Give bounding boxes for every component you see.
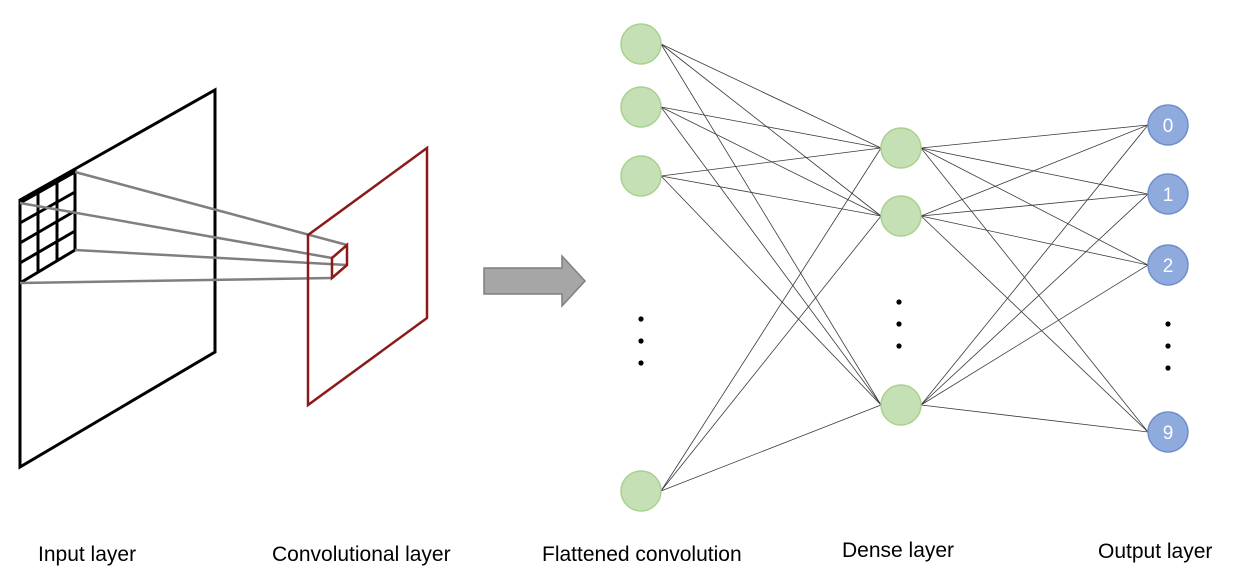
- dense-ellipsis: [896, 299, 902, 349]
- transition-arrow: [483, 254, 587, 308]
- connection-edge: [660, 43, 882, 217]
- connection-edge: [660, 215, 882, 492]
- flattened-convolution-caption: Flattened convolution: [542, 543, 742, 566]
- connection-edge: [660, 175, 882, 217]
- connection-edge: [920, 147, 1149, 266]
- dense-node: [880, 195, 922, 237]
- input-receptive-field-grid: [18, 169, 77, 286]
- output-node-2: 2: [1147, 244, 1189, 286]
- dense-layer-caption: Dense layer: [842, 539, 955, 562]
- output-node-label: 1: [1163, 185, 1174, 206]
- connection-edge: [660, 106, 882, 217]
- connection-edge: [920, 264, 1149, 406]
- output-layer-caption: Output layer: [1098, 540, 1213, 563]
- connection-edge: [920, 193, 1149, 217]
- connection-edge: [920, 147, 1149, 195]
- output-node-0: 0: [1147, 104, 1189, 146]
- flattened-node: [620, 86, 662, 128]
- connection-edge: [660, 106, 882, 149]
- connection-edge: [660, 106, 882, 406]
- input-layer-caption: Input layer: [38, 543, 137, 566]
- connection-edge: [920, 404, 1149, 433]
- connection-edge: [660, 147, 882, 177]
- dense-nodes: [880, 127, 922, 426]
- connection-edge: [920, 215, 1149, 433]
- connection-edge: [660, 404, 882, 492]
- output-nodes: 0 1 2 9: [1147, 104, 1189, 453]
- connection-edge: [920, 215, 1149, 266]
- connection-edge: [920, 124, 1149, 149]
- flattened-node: [620, 155, 662, 197]
- connection-edge: [660, 147, 882, 492]
- output-ellipsis: [1165, 321, 1171, 371]
- connection-edge: [920, 124, 1149, 406]
- flattened-node: [620, 470, 662, 512]
- connection-edge: [660, 43, 882, 406]
- flattened-nodes: [620, 23, 662, 512]
- convolutional-layer-caption: Convolutional layer: [272, 543, 451, 566]
- connections-flattened-to-dense: [660, 43, 882, 492]
- output-node-label: 0: [1163, 116, 1174, 137]
- projection-lines: [19, 170, 348, 285]
- output-node-9: 9: [1147, 411, 1189, 453]
- dense-node: [880, 127, 922, 169]
- dense-node: [880, 384, 922, 426]
- output-node-label: 2: [1163, 256, 1174, 277]
- output-node-1: 1: [1147, 173, 1189, 215]
- connection-edge: [920, 124, 1149, 217]
- output-node-label: 9: [1163, 423, 1174, 444]
- convolutional-feature-cube: [330, 242, 349, 281]
- input-layer-plane: [18, 87, 217, 470]
- connection-edge: [920, 193, 1149, 406]
- connection-edge: [660, 43, 882, 149]
- convolutional-layer-plane: [306, 145, 429, 408]
- flattened-node: [620, 23, 662, 65]
- connection-edge: [660, 175, 882, 406]
- flattened-ellipsis: [638, 316, 644, 366]
- connections-dense-to-output: [920, 124, 1149, 433]
- connection-edge: [920, 147, 1149, 433]
